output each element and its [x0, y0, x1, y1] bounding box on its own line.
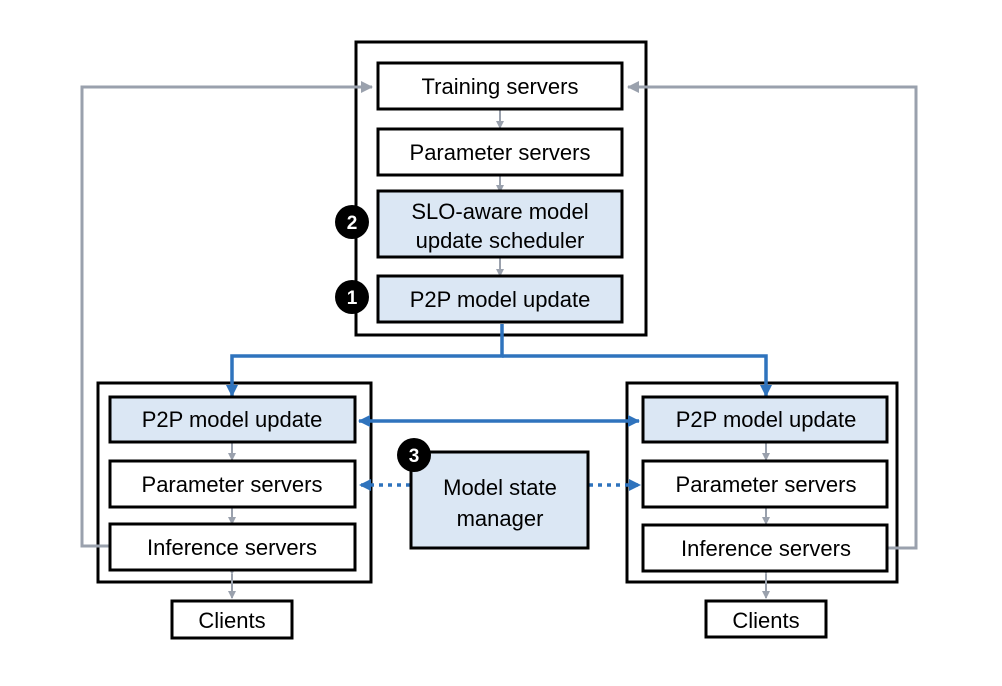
left-inference-servers-label: Inference servers: [147, 535, 317, 560]
left-clients-label: Clients: [198, 608, 265, 633]
right-feedback-arrow: [627, 81, 918, 550]
left-inference-servers-box: Inference servers: [108, 522, 357, 572]
badge-one: 1: [335, 280, 369, 314]
right-parameter-servers-label: Parameter servers: [676, 472, 857, 497]
right-inference-servers-box: Inference servers: [641, 523, 889, 573]
left-feedback-arrow: [80, 81, 373, 548]
right-parameter-servers-box: Parameter servers: [641, 459, 889, 509]
state-manager-label-line1: Model state: [443, 475, 557, 500]
central-parameter-servers-box: Parameter servers: [376, 127, 624, 177]
state-manager-label-line2: manager: [457, 506, 544, 531]
left-p2p-label: P2P model update: [142, 407, 323, 432]
scheduler-label-line1: SLO-aware model: [411, 199, 588, 224]
right-p2p-label: P2P model update: [676, 407, 857, 432]
slo-scheduler-box: SLO-aware model update scheduler: [376, 189, 624, 259]
badge-three: 3: [397, 438, 431, 472]
blue-arrow-to-right-p2p: [502, 354, 772, 397]
left-clients-box: Clients: [170, 599, 294, 640]
right-p2p-update-box: P2P model update: [641, 395, 889, 444]
central-parameter-servers-label: Parameter servers: [410, 140, 591, 165]
central-p2p-label: P2P model update: [410, 287, 591, 312]
left-parameter-servers-box: Parameter servers: [108, 459, 357, 509]
training-servers-box: Training servers: [376, 61, 624, 111]
badge-two-label: 2: [347, 213, 358, 234]
right-clients-label: Clients: [732, 608, 799, 633]
badge-one-label: 1: [347, 288, 358, 309]
central-p2p-update-box: P2P model update: [376, 274, 624, 324]
blue-arrow-to-left-p2p: [226, 324, 504, 397]
model-state-manager-box: Model state manager: [409, 450, 590, 550]
right-inference-servers-label: Inference servers: [681, 536, 851, 561]
badge-two: 2: [335, 205, 369, 239]
left-p2p-update-box: P2P model update: [108, 395, 357, 444]
left-parameter-servers-label: Parameter servers: [142, 472, 323, 497]
training-servers-label: Training servers: [422, 74, 579, 99]
badge-three-label: 3: [409, 446, 420, 467]
right-clients-box: Clients: [704, 599, 828, 639]
scheduler-label-line2: update scheduler: [416, 228, 585, 253]
